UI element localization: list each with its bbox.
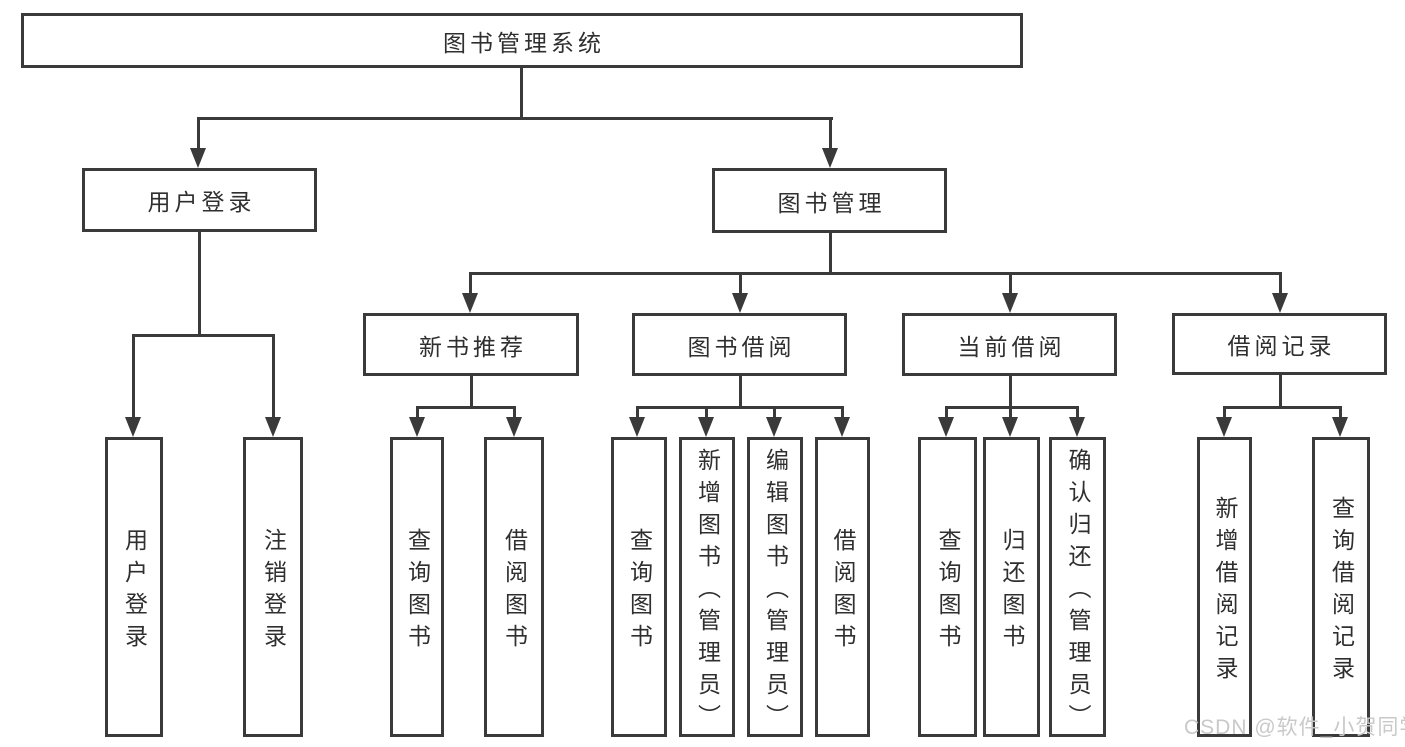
leaf-user-login: 用户登录 bbox=[105, 437, 163, 737]
leaf-records-add-label: 新增借阅记录 bbox=[1212, 495, 1238, 688]
connector-new-books-stem bbox=[470, 376, 473, 409]
arrowhead-new-books-icon bbox=[462, 293, 478, 313]
connector-current-borrow-rail bbox=[945, 406, 1079, 409]
leaf-new-books-borrow-label: 借阅图书 bbox=[501, 527, 528, 656]
connector-book-borrow-leaf3-drop bbox=[773, 406, 776, 420]
connector-book-borrow-stem bbox=[739, 376, 742, 409]
node-user-login: 用户登录 bbox=[82, 168, 317, 232]
arrowhead-new-books-leaf1-icon bbox=[409, 417, 425, 437]
node-new-books-label: 新书推荐 bbox=[419, 333, 527, 360]
leaf-book-borrow-borrow: 借阅图书 bbox=[815, 437, 870, 737]
connector-current-borrow-drop bbox=[1009, 272, 1012, 295]
arrowhead-borrow-records-leaf1-icon bbox=[1216, 417, 1232, 437]
connector-login-leaf1-drop bbox=[132, 334, 135, 418]
connector-book-borrow-leaf1-drop bbox=[636, 406, 639, 420]
connector-current-borrow-leaf3-drop bbox=[1076, 406, 1079, 420]
arrowhead-current-borrow-icon bbox=[1002, 293, 1018, 313]
node-current-borrow: 当前借阅 bbox=[902, 313, 1117, 376]
node-book-borrow: 图书借阅 bbox=[632, 313, 847, 376]
leaf-book-borrow-add: 新增图书（管理员） bbox=[679, 437, 735, 737]
connector-current-borrow-leaf1-drop bbox=[945, 406, 948, 420]
connector-current-borrow-stem bbox=[1009, 376, 1012, 409]
connector-new-books-leaf1-drop bbox=[416, 406, 419, 420]
leaf-logout: 注销登录 bbox=[243, 437, 303, 737]
node-new-books: 新书推荐 bbox=[363, 313, 579, 376]
connector-book-borrow-leaf4-drop bbox=[841, 406, 844, 420]
arrowhead-borrow-records-leaf2-icon bbox=[1332, 417, 1348, 437]
leaf-current-borrow-confirm: 确认归还（管理员） bbox=[1049, 437, 1106, 737]
connector-book-management-rail bbox=[469, 272, 1282, 275]
leaf-new-books-query: 查询图书 bbox=[390, 437, 444, 737]
arrowhead-borrow-records-icon bbox=[1272, 293, 1288, 313]
connector-borrow-records-rail bbox=[1223, 406, 1342, 409]
connector-borrow-records-leaf2-drop bbox=[1339, 406, 1342, 420]
arrowhead-book-borrow-leaf2-icon bbox=[698, 417, 714, 437]
connector-user-login-stem bbox=[198, 232, 201, 336]
node-borrow-records-label: 借阅记录 bbox=[1227, 333, 1336, 359]
connector-login-leaf2-drop bbox=[272, 334, 275, 418]
csdn-watermark: CSDN @软件_小贺同学 bbox=[1184, 716, 1405, 739]
leaf-book-borrow-edit: 编辑图书（管理员） bbox=[747, 437, 803, 737]
leaf-new-books-borrow: 借阅图书 bbox=[484, 437, 544, 737]
connector-user-login-drop bbox=[197, 117, 200, 150]
leaf-current-borrow-confirm-label: 确认归还（管理员） bbox=[1065, 447, 1091, 736]
node-book-management-label: 图书管理 bbox=[777, 189, 886, 216]
leaf-current-borrow-return-label: 归还图书 bbox=[999, 527, 1025, 656]
leaf-book-borrow-add-label: 新增图书（管理员） bbox=[694, 447, 721, 736]
leaf-user-login-label: 用户登录 bbox=[121, 527, 148, 656]
arrowhead-login-leaf2-icon bbox=[265, 417, 281, 437]
leaf-records-query: 查询借阅记录 bbox=[1312, 437, 1370, 737]
arrowhead-current-borrow-leaf1-icon bbox=[938, 417, 954, 437]
arrowhead-book-management-icon bbox=[822, 148, 838, 168]
connector-borrow-records-leaf1-drop bbox=[1223, 406, 1226, 420]
connector-root-stem bbox=[520, 68, 523, 119]
connector-book-borrow-rail bbox=[636, 406, 844, 409]
connector-user-login-rail bbox=[132, 334, 275, 337]
node-borrow-records: 借阅记录 bbox=[1172, 313, 1387, 375]
connector-book-management-stem bbox=[829, 233, 832, 275]
leaf-current-borrow-return: 归还图书 bbox=[983, 437, 1040, 737]
arrowhead-book-borrow-icon bbox=[732, 293, 748, 313]
arrowhead-user-login-icon bbox=[190, 148, 206, 168]
leaf-book-borrow-query: 查询图书 bbox=[611, 437, 667, 737]
leaf-records-query-label: 查询借阅记录 bbox=[1328, 495, 1355, 688]
connector-new-books-drop bbox=[469, 272, 472, 295]
leaf-current-borrow-query: 查询图书 bbox=[918, 437, 977, 737]
connector-borrow-records-drop bbox=[1279, 272, 1282, 295]
connector-borrow-records-stem bbox=[1279, 375, 1282, 409]
leaf-book-borrow-query-label: 查询图书 bbox=[626, 527, 653, 656]
node-library-management-system-label: 图书管理系统 bbox=[443, 29, 605, 56]
leaf-book-borrow-borrow-label: 借阅图书 bbox=[830, 527, 856, 656]
leaf-logout-label: 注销登录 bbox=[260, 527, 287, 656]
leaf-current-borrow-query-label: 查询图书 bbox=[935, 527, 961, 656]
arrowhead-book-borrow-leaf3-icon bbox=[766, 417, 782, 437]
connector-new-books-leaf2-drop bbox=[513, 406, 516, 420]
arrowhead-book-borrow-leaf1-icon bbox=[629, 417, 645, 437]
node-current-borrow-label: 当前借阅 bbox=[957, 333, 1066, 360]
arrowhead-current-borrow-leaf2-icon bbox=[1002, 417, 1018, 437]
node-book-borrow-label: 图书借阅 bbox=[687, 333, 796, 360]
connector-new-books-rail bbox=[416, 406, 516, 409]
arrowhead-current-borrow-leaf3-icon bbox=[1069, 417, 1085, 437]
arrowhead-book-borrow-leaf4-icon bbox=[834, 417, 850, 437]
leaf-book-borrow-edit-label: 编辑图书（管理员） bbox=[762, 447, 789, 736]
connector-book-management-drop bbox=[829, 117, 832, 150]
node-library-management-system: 图书管理系统 bbox=[21, 13, 1023, 68]
arrowhead-login-leaf1-icon bbox=[125, 417, 141, 437]
node-user-login-label: 用户登录 bbox=[147, 189, 256, 215]
connector-book-borrow-leaf2-drop bbox=[705, 406, 708, 420]
arrowhead-new-books-leaf2-icon bbox=[506, 417, 522, 437]
leaf-new-books-query-label: 查询图书 bbox=[404, 527, 431, 656]
connector-book-borrow-drop bbox=[739, 272, 742, 295]
leaf-records-add: 新增借阅记录 bbox=[1197, 437, 1252, 737]
connector-root-rail bbox=[197, 117, 833, 120]
connector-current-borrow-leaf2-drop bbox=[1009, 406, 1012, 420]
node-book-management: 图书管理 bbox=[712, 168, 947, 233]
